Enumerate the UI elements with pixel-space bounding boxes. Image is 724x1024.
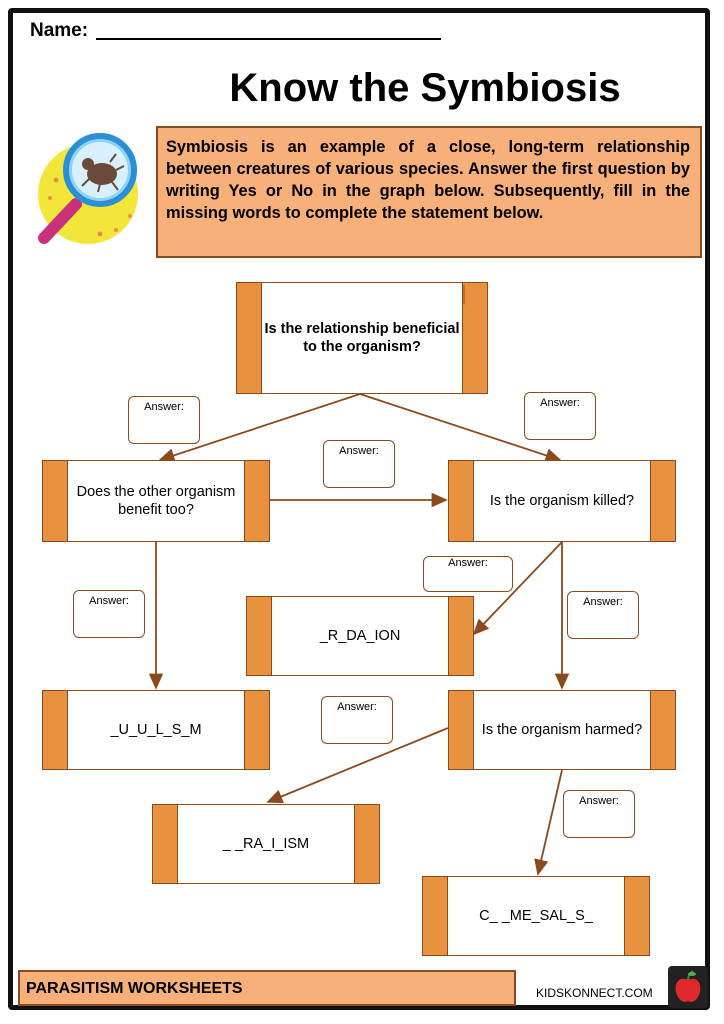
node-parasitism: _ _RA_I_ISM — [152, 804, 380, 884]
node-parasitism-text[interactable]: _ _RA_I_ISM — [177, 805, 355, 883]
name-label: Name: — [30, 20, 89, 41]
node-commensalism: C_ _ME_SAL_S_ — [422, 876, 650, 956]
magnifier-tick-icon — [38, 133, 138, 244]
page-title: Know the Symbiosis — [229, 66, 621, 110]
instructions-box: Symbiosis is an example of a close, long… — [156, 126, 702, 258]
node-killed: Is the organism killed? — [448, 460, 676, 542]
apple-logo-icon — [668, 966, 708, 1008]
node-mutualism: _U_U_L_S_M — [42, 690, 270, 770]
answer-box-2[interactable]: Answer: — [524, 392, 596, 440]
node-root: Is the relationship beneficial to the or… — [236, 282, 488, 394]
answer-box-7[interactable]: Answer: — [321, 696, 393, 744]
node-root-text: Is the relationship beneficial to the or… — [261, 283, 463, 393]
footer-title: PARASITISM WORKSHEETS — [26, 980, 243, 997]
brand-name: KIDSKONNECT.COM — [536, 986, 653, 1000]
node-mutualism-text[interactable]: _U_U_L_S_M — [67, 691, 245, 769]
answer-box-3[interactable]: Answer: — [323, 440, 395, 488]
answer-box-1[interactable]: Answer: — [128, 396, 200, 444]
footer-bar — [18, 970, 516, 1006]
answer-box-5[interactable]: Answer: — [73, 590, 145, 638]
name-field[interactable] — [96, 38, 441, 40]
answer-box-8[interactable]: Answer: — [563, 790, 635, 838]
node-commensalism-text[interactable]: C_ _ME_SAL_S_ — [447, 877, 625, 955]
node-other-benefit-text: Does the other organism benefit too? — [67, 461, 245, 541]
node-predation: _R_DA_ION — [246, 596, 474, 676]
node-other-benefit: Does the other organism benefit too? — [42, 460, 270, 542]
node-predation-text[interactable]: _R_DA_ION — [271, 597, 449, 675]
node-harmed: Is the organism harmed? — [448, 690, 676, 770]
answer-box-6[interactable]: Answer: — [567, 591, 639, 639]
answer-box-4[interactable]: Answer: — [423, 556, 513, 592]
node-harmed-text: Is the organism harmed? — [473, 691, 651, 769]
node-killed-text: Is the organism killed? — [473, 461, 651, 541]
